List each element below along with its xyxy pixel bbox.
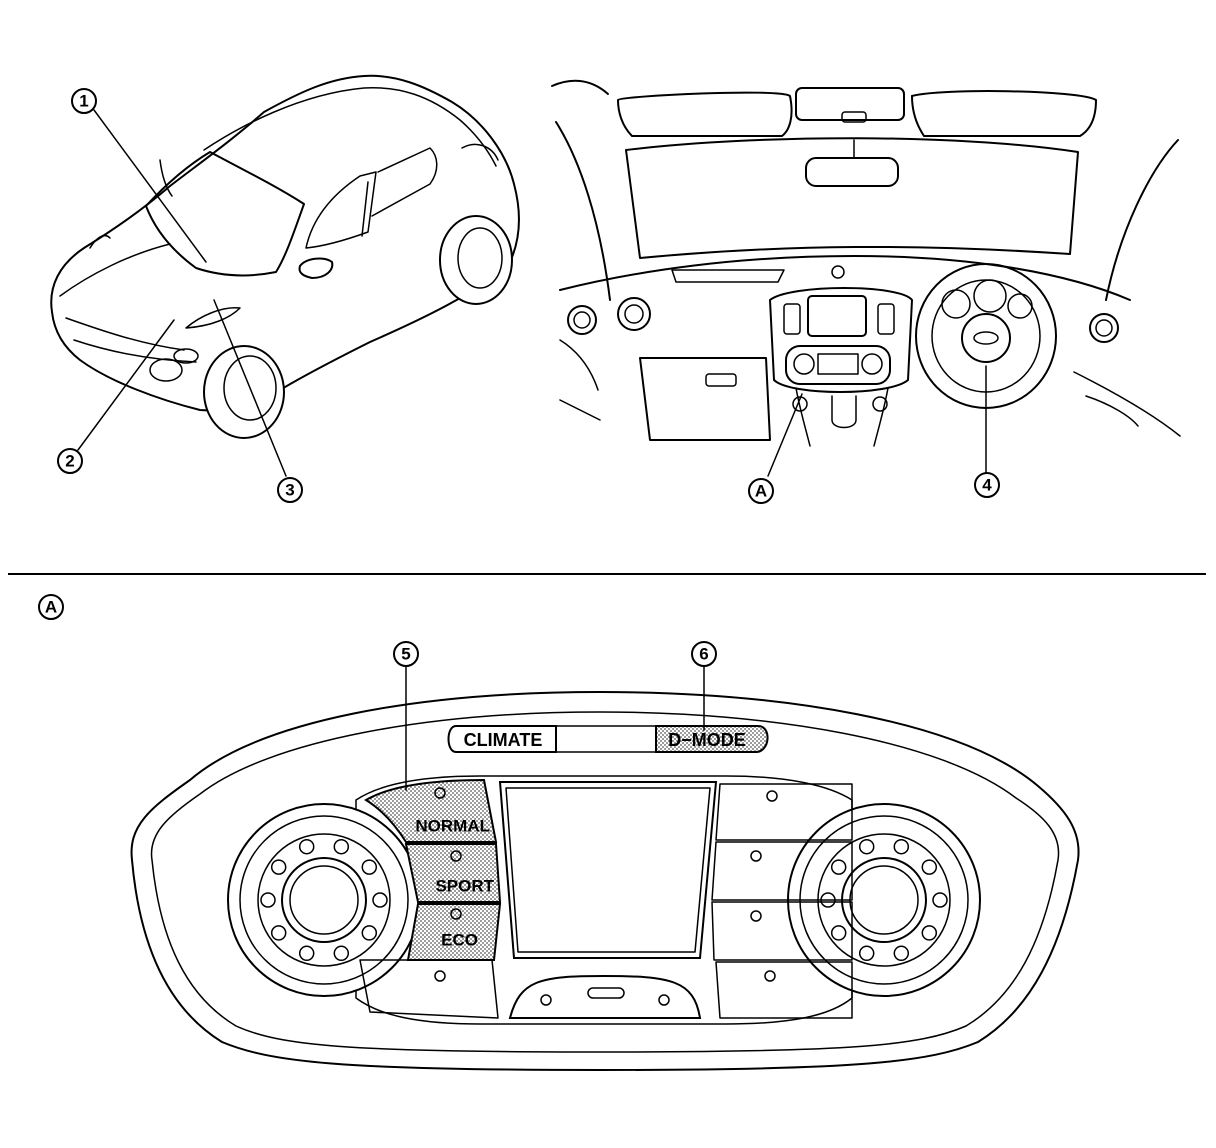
knob-ring-dot (932, 892, 948, 908)
car-interior-illustration (551, 79, 1181, 447)
mode-label-sport: SPORT (435, 877, 494, 896)
callout-5: 5 (393, 641, 419, 667)
mode-switch-normal[interactable] (364, 778, 498, 843)
knob-ring-dot (921, 859, 938, 875)
mode-switch-sport[interactable] (404, 843, 502, 903)
dmode-button-label: D−MODE (668, 730, 746, 750)
knob-ring-dot (830, 859, 847, 875)
knob-ring-dot (361, 859, 378, 875)
knob-ring-dot (260, 892, 276, 908)
knob-ring-dot (333, 945, 350, 962)
knob-ring-dot (372, 892, 388, 908)
svg-text:2: 2 (65, 452, 74, 471)
knob-ring-dot (270, 859, 287, 875)
car-exterior-illustration (50, 74, 520, 439)
dmode-switch-group: NORMAL SPORT ECO (364, 778, 502, 961)
knob-ring-dot (921, 925, 938, 941)
knob-ring-dot (298, 838, 315, 855)
svg-text:6: 6 (699, 645, 708, 664)
knob-ring-dot (298, 945, 315, 962)
callout-4: 4 (974, 472, 1000, 498)
integrated-control-panel-illustration: NORMAL SPORT ECO CLIMATE D−MODE (130, 691, 1080, 1071)
knob-ring-dot (830, 925, 847, 941)
callout-6: 6 (691, 641, 717, 667)
mode-label-normal: NORMAL (415, 817, 490, 836)
mode-switch-eco[interactable] (406, 903, 502, 961)
knob-ring-dot (270, 925, 287, 941)
knob-ring-dot (361, 925, 378, 941)
callout-a-section: A (38, 594, 64, 620)
callout-3: 3 (277, 477, 303, 503)
knob-ring-dot (893, 838, 910, 855)
svg-text:4: 4 (982, 476, 992, 495)
climate-button-label: CLIMATE (464, 730, 543, 750)
svg-text:3: 3 (285, 481, 294, 500)
svg-text:A: A (755, 482, 767, 501)
mode-label-eco: ECO (441, 931, 478, 950)
callout-2: 2 (57, 448, 83, 474)
knob-ring-dot (333, 838, 350, 855)
svg-text:A: A (45, 598, 57, 617)
knob-ring-dot (893, 945, 910, 962)
callout-a-interior: A (748, 478, 774, 504)
svg-text:1: 1 (79, 92, 88, 111)
climate-button[interactable]: CLIMATE (447, 725, 557, 753)
svg-text:5: 5 (401, 645, 410, 664)
callout-1: 1 (71, 88, 97, 114)
knob-ring-dot (858, 838, 875, 855)
leader-lines (77, 109, 987, 791)
knob-ring-dot (858, 945, 875, 962)
dmode-button[interactable]: D−MODE (655, 725, 769, 753)
